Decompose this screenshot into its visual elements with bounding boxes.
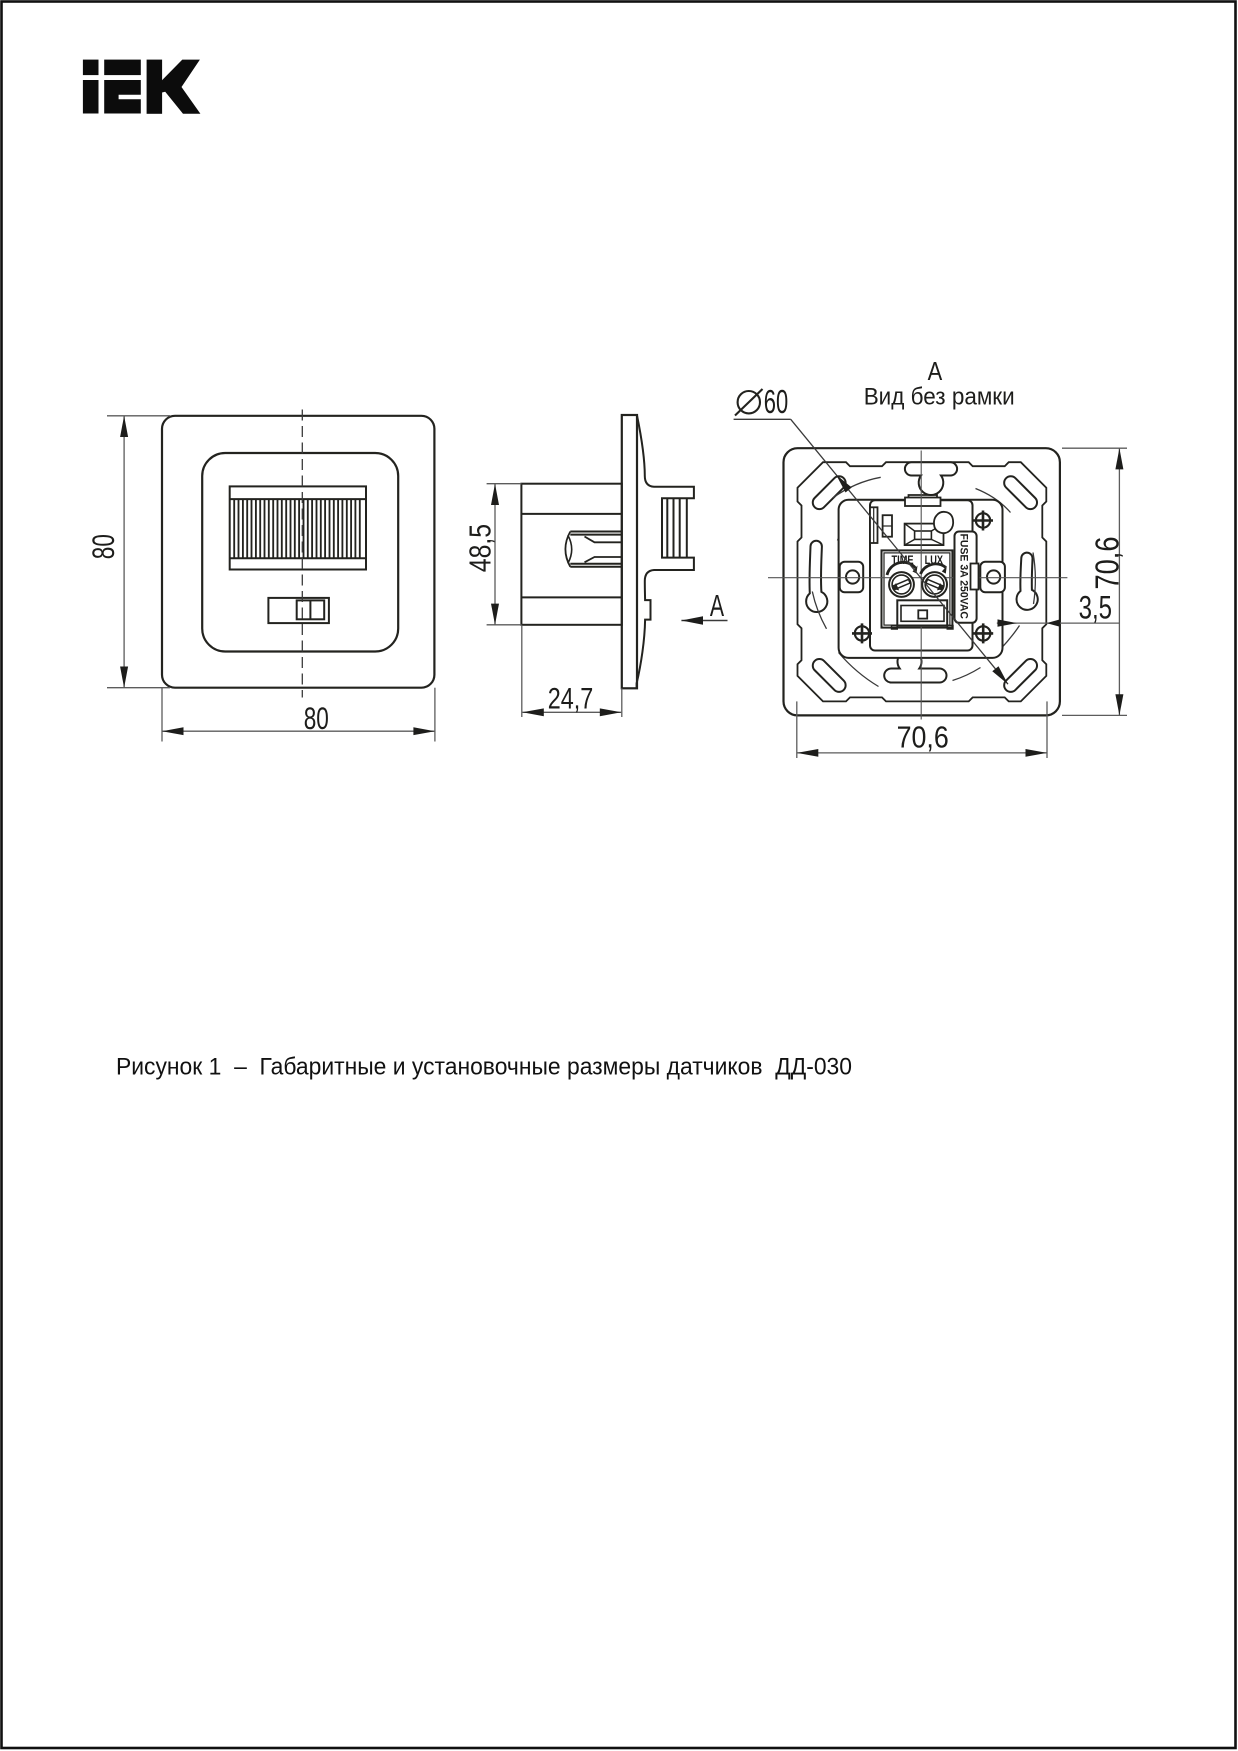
svg-text:70,6: 70,6 — [897, 720, 949, 755]
svg-text:A: A — [710, 589, 725, 623]
svg-text:70,6: 70,6 — [1090, 537, 1127, 590]
svg-text:48,5: 48,5 — [464, 524, 498, 572]
svg-text:80: 80 — [304, 700, 329, 736]
svg-text:Рисунок 1 – Габаритные и уст: Рисунок 1 – Габаритные и установочные ра… — [116, 1054, 852, 1081]
svg-text:80: 80 — [85, 534, 121, 559]
svg-text:60: 60 — [764, 383, 788, 420]
svg-text:FUSE 3A 250VAC: FUSE 3A 250VAC — [958, 534, 970, 620]
svg-text:Вид без рамки: Вид без рамки — [864, 384, 1015, 411]
svg-text:А: А — [928, 356, 943, 386]
svg-text:3,5: 3,5 — [1079, 590, 1112, 626]
svg-text:24,7: 24,7 — [548, 682, 594, 715]
